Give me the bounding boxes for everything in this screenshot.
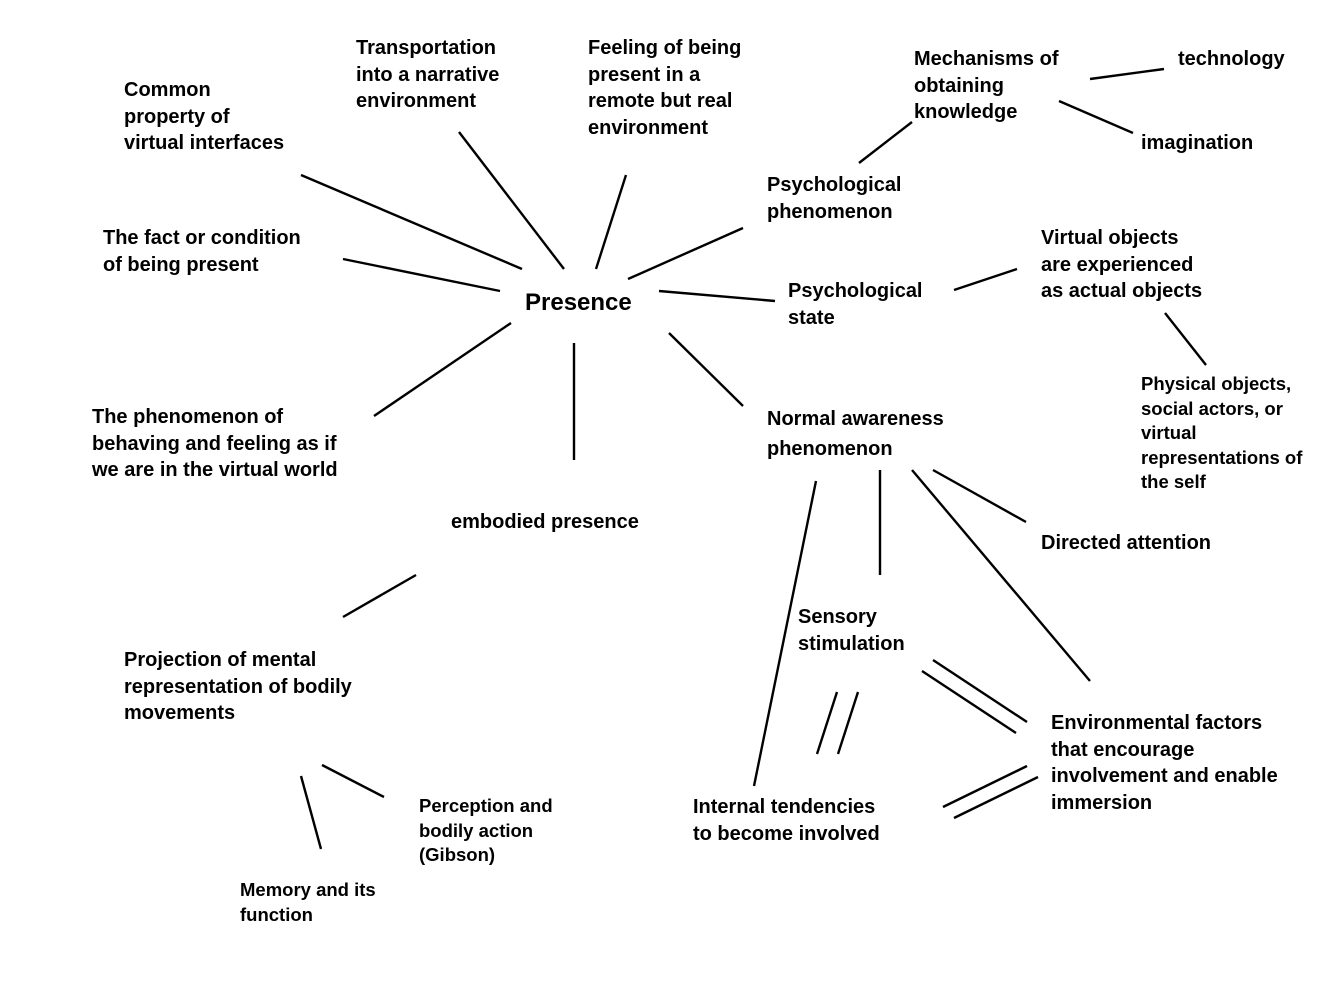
link-presence-psych-state: [658, 289, 776, 303]
node-transportation: Transportation into a narrative environm…: [356, 37, 500, 112]
node-mechanisms: Mechanisms of obtaining knowledge: [914, 48, 1059, 123]
link-mechanisms-imagination: [1058, 99, 1134, 135]
link-sensory-environmental-a: [932, 658, 1028, 724]
node-projection: Projection of mental representation of b…: [124, 649, 352, 724]
link-presence-phenomenon-behaving: [373, 322, 512, 417]
node-internal-tendencies: Internal tendencies to become involved: [693, 796, 880, 845]
link-presence-psych-phenomenon: [627, 226, 744, 281]
node-perception: Perception and bodily action (Gibson): [419, 795, 553, 865]
link-normal-awareness-internal: [752, 480, 818, 787]
link-presence-common-property: [300, 173, 523, 271]
node-memory: Memory and its function: [240, 879, 376, 925]
node-psych-state: Psychological state: [788, 280, 923, 329]
node-technology: technology: [1178, 48, 1285, 70]
node-virtual-objects: Virtual objects are experienced as actua…: [1041, 227, 1203, 302]
link-mechanisms-technology: [1089, 67, 1165, 81]
node-phenomenon-behaving: The phenomenon of behaving and feeling a…: [92, 406, 338, 481]
node-sensory-stimulation: Sensory stimulation: [798, 606, 905, 655]
node-directed-attention: Directed attention: [1041, 532, 1212, 554]
node-fact-condition: The fact or condition of being present: [103, 227, 301, 276]
link-presence-fact-condition: [342, 257, 501, 293]
node-feeling-remote: Feeling of being present in a remote but…: [588, 37, 742, 139]
link-internal-environmental-a: [942, 764, 1028, 809]
link-sensory-environmental-b: [921, 669, 1017, 735]
link-internal-environmental-b: [953, 775, 1039, 820]
link-psych-state-virtual-objects: [953, 267, 1018, 292]
link-normal-awareness-directed-attention: [932, 468, 1027, 524]
node-normal-awareness: Normal awareness phenomenon: [767, 408, 944, 460]
node-environmental-factors: Environmental factors that encourage inv…: [1051, 712, 1278, 814]
node-presence: Presence: [525, 289, 632, 316]
node-physical-objects: Physical objects, social actors, or virt…: [1141, 373, 1303, 492]
link-presence-transportation: [458, 131, 565, 270]
node-embodied-presence: embodied presence: [451, 511, 639, 533]
link-normal-awareness-environmental: [911, 469, 1091, 682]
link-virtual-objects-physical-objects: [1164, 312, 1207, 366]
link-sensory-internal-a: [815, 691, 839, 755]
link-presence-feeling-remote: [594, 174, 628, 270]
link-projection-memory: [299, 775, 323, 850]
node-imagination: imagination: [1141, 132, 1254, 154]
link-presence-normal-awareness: [668, 332, 744, 407]
node-psych-phenomenon: Psychological phenomenon: [767, 174, 902, 223]
link-psych-phenomenon-mechanisms: [858, 121, 913, 164]
link-embodied-projection: [342, 573, 417, 619]
node-common-property: Common property of virtual interfaces: [124, 79, 285, 154]
link-sensory-internal-b: [836, 691, 860, 755]
link-projection-perception: [321, 763, 385, 799]
